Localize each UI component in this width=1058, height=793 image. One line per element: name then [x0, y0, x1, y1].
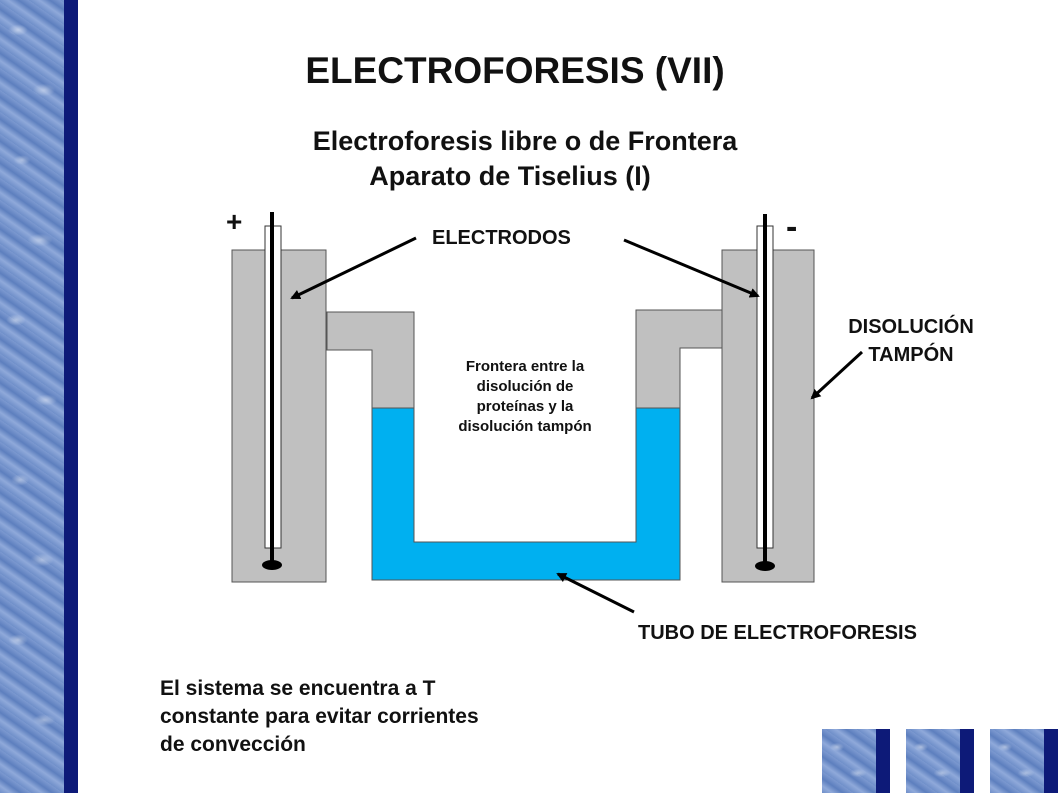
decorative-tile-bar-3: [1044, 729, 1058, 793]
decorative-tile-bar-1: [876, 729, 890, 793]
subtitle-line-2: Aparato de Tiselius (I): [369, 161, 651, 191]
electrophoresis-tube-label: TUBO DE ELECTROFORESIS: [638, 622, 917, 644]
buffer-arrow: [810, 350, 864, 400]
decorative-tile-2: [906, 729, 960, 793]
buffer-label-line-1: DISOLUCIÓN: [848, 316, 974, 338]
subtitle-line-1: Electroforesis libre o de Frontera: [312, 126, 738, 156]
slide-subtitle: Electroforesis libre o de Frontera Apara…: [0, 124, 1050, 194]
positive-pole-sign: +: [226, 206, 243, 237]
footer-note: El sistema se encuentra a T constante pa…: [160, 675, 479, 759]
boundary-note: Frontera entre la disolución de proteína…: [422, 357, 628, 437]
footer-line-3: de convección: [160, 733, 306, 756]
buffer-label-line-2: TAMPÓN: [868, 344, 954, 366]
slide-title: ELECTROFORESIS (VII): [305, 50, 725, 91]
decorative-water-strip: [0, 0, 64, 793]
footer-line-1: El sistema se encuentra a T: [160, 677, 436, 700]
boundary-line-3: proteínas y la: [476, 398, 574, 415]
boundary-line-1: Frontera entre la: [465, 358, 585, 375]
electrode-arrow-right: [623, 238, 760, 298]
decorative-tile-bar-2: [960, 729, 974, 793]
tube-arrow: [556, 572, 635, 614]
boundary-line-2: disolución de: [476, 378, 574, 395]
anode-tip: [262, 560, 282, 570]
right-connector-arm: [635, 309, 723, 409]
decorative-navy-bar: [64, 0, 78, 793]
boundary-line-4: disolución tampón: [458, 418, 592, 435]
buffer-solution-label: DISOLUCIÓN TAMPÓN: [840, 313, 982, 369]
electrodes-label: ELECTRODOS: [432, 227, 571, 249]
electrode-arrow-left: [290, 236, 417, 300]
negative-pole-sign: -: [786, 208, 798, 246]
cathode-tip: [755, 561, 775, 571]
decorative-tile-3: [990, 729, 1044, 793]
protein-solution-u-tube: [371, 407, 681, 581]
decorative-tile-1: [822, 729, 876, 793]
footer-line-2: constante para evitar corrientes: [160, 705, 479, 728]
left-connector-arm: [326, 311, 415, 409]
